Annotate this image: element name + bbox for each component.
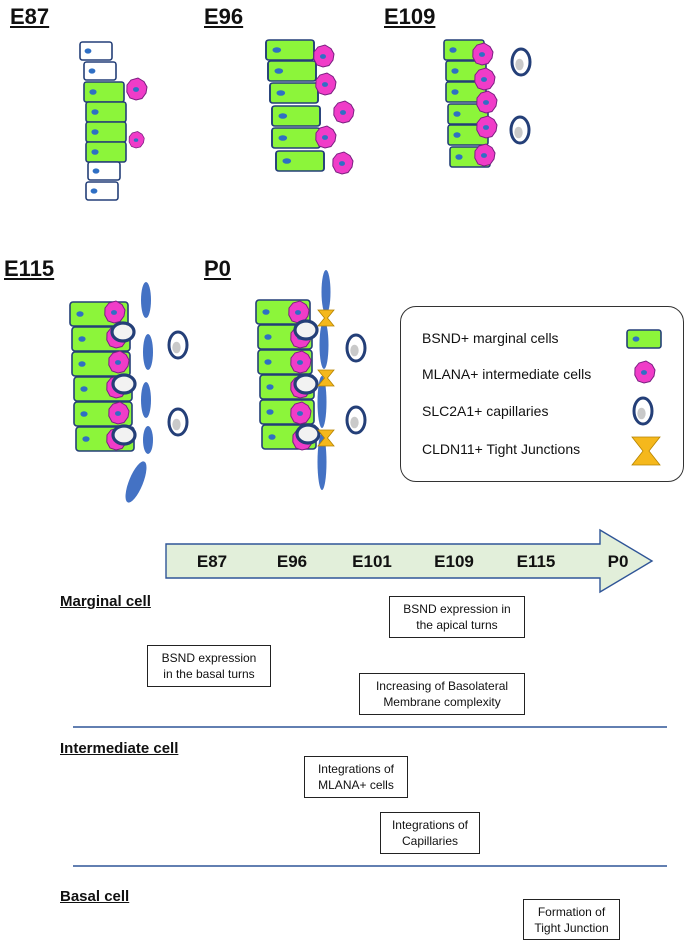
timeline-label: E87 (196, 552, 228, 571)
stage-title-e87: E87 (10, 4, 50, 29)
stage-e109-tissue (443, 39, 532, 168)
event-tight-junction: Formation of Tight Junction (523, 899, 620, 940)
timeline-label: P0 (607, 552, 629, 571)
event-capillary-integration: Integrations of Capillaries (380, 812, 480, 854)
timeline-arrow (165, 528, 654, 594)
row-label-marginal: Marginal cell (60, 593, 151, 610)
event-mlana-integration: Integrations of MLANA+ cells (304, 756, 408, 798)
legend (400, 306, 684, 482)
stage-title-p0: P0 (204, 256, 231, 281)
row-label-basal: Basal cell (60, 888, 130, 905)
event-basolateral-complexity: Increasing of Basolateral Membrane compl… (359, 673, 525, 715)
timeline-label: E96 (276, 552, 308, 571)
stage-e96-tissue (265, 39, 355, 175)
stage-title-e115: E115 (4, 256, 55, 281)
timeline-label: E115 (516, 552, 556, 571)
event-bsnd-apical: BSND expression in the apical turns (389, 596, 525, 638)
legend-label-marginal: BSND+ marginal cells (422, 330, 559, 346)
row-label-intermediate: Intermediate cell (60, 740, 179, 757)
timeline-label: E101 (352, 552, 392, 571)
event-bsnd-basal: BSND expression in the basal turns (147, 645, 271, 687)
timeline-label: E109 (434, 552, 474, 571)
stage-title-e109: E109 (384, 4, 436, 29)
legend-label-intermediate: MLANA+ intermediate cells (422, 366, 592, 382)
legend-label-capillaries: SLC2A1+ capillaries (422, 403, 549, 419)
legend-icons (626, 329, 662, 466)
stage-e87-tissue (79, 41, 148, 201)
legend-label-junctions: CLDN11+ Tight Junctions (422, 441, 581, 457)
stage-p0-tissue (255, 270, 367, 490)
stage-e115-tissue (69, 282, 189, 503)
stage-title-e96: E96 (204, 4, 244, 29)
